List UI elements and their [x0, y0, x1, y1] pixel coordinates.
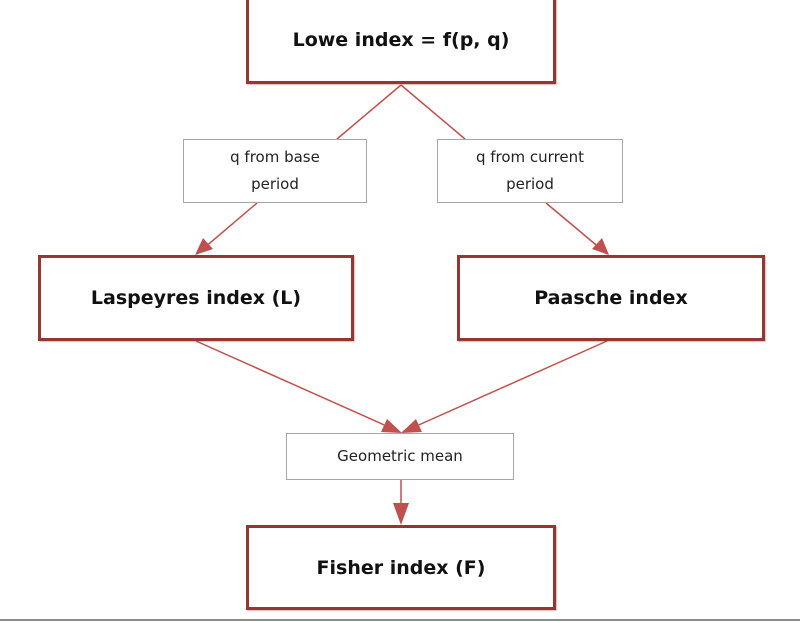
laspeyres-index-label: Laspeyres index (L): [90, 287, 302, 309]
arrow-laspeyres-to-geo: [195, 340, 401, 433]
laspeyres-index-node: Laspeyres index (L): [38, 255, 354, 341]
arrowhead-geo-left: [381, 419, 402, 433]
base-period-label: q from base period: [230, 148, 320, 193]
arrow-paasche-to-geo: [402, 340, 608, 433]
current-period-label-node: q from current period: [437, 139, 623, 203]
geometric-mean-label: Geometric mean: [337, 447, 463, 465]
paasche-index-node: Paasche index: [457, 255, 765, 341]
arrowhead-geo-right: [401, 419, 422, 433]
fisher-index-label: Fisher index (F): [316, 556, 486, 579]
current-period-label: q from current period: [475, 148, 585, 193]
arrowhead-paasche: [592, 238, 609, 255]
paasche-index-label: Paasche index: [534, 287, 688, 309]
arrowhead-laspeyres: [195, 238, 213, 255]
geometric-mean-node: Geometric mean: [286, 433, 514, 480]
fisher-index-node: Fisher index (F): [246, 525, 556, 610]
bottom-divider: [0, 619, 800, 621]
arrowhead-fisher: [393, 503, 409, 525]
connector-lowe-to-base: [336, 84, 402, 140]
lowe-index-node: Lowe index = f(p, q): [246, 0, 556, 84]
base-period-label-node: q from base period: [183, 139, 367, 203]
lowe-index-label: Lowe index = f(p, q): [292, 29, 510, 51]
connector-lowe-to-current: [400, 84, 466, 140]
